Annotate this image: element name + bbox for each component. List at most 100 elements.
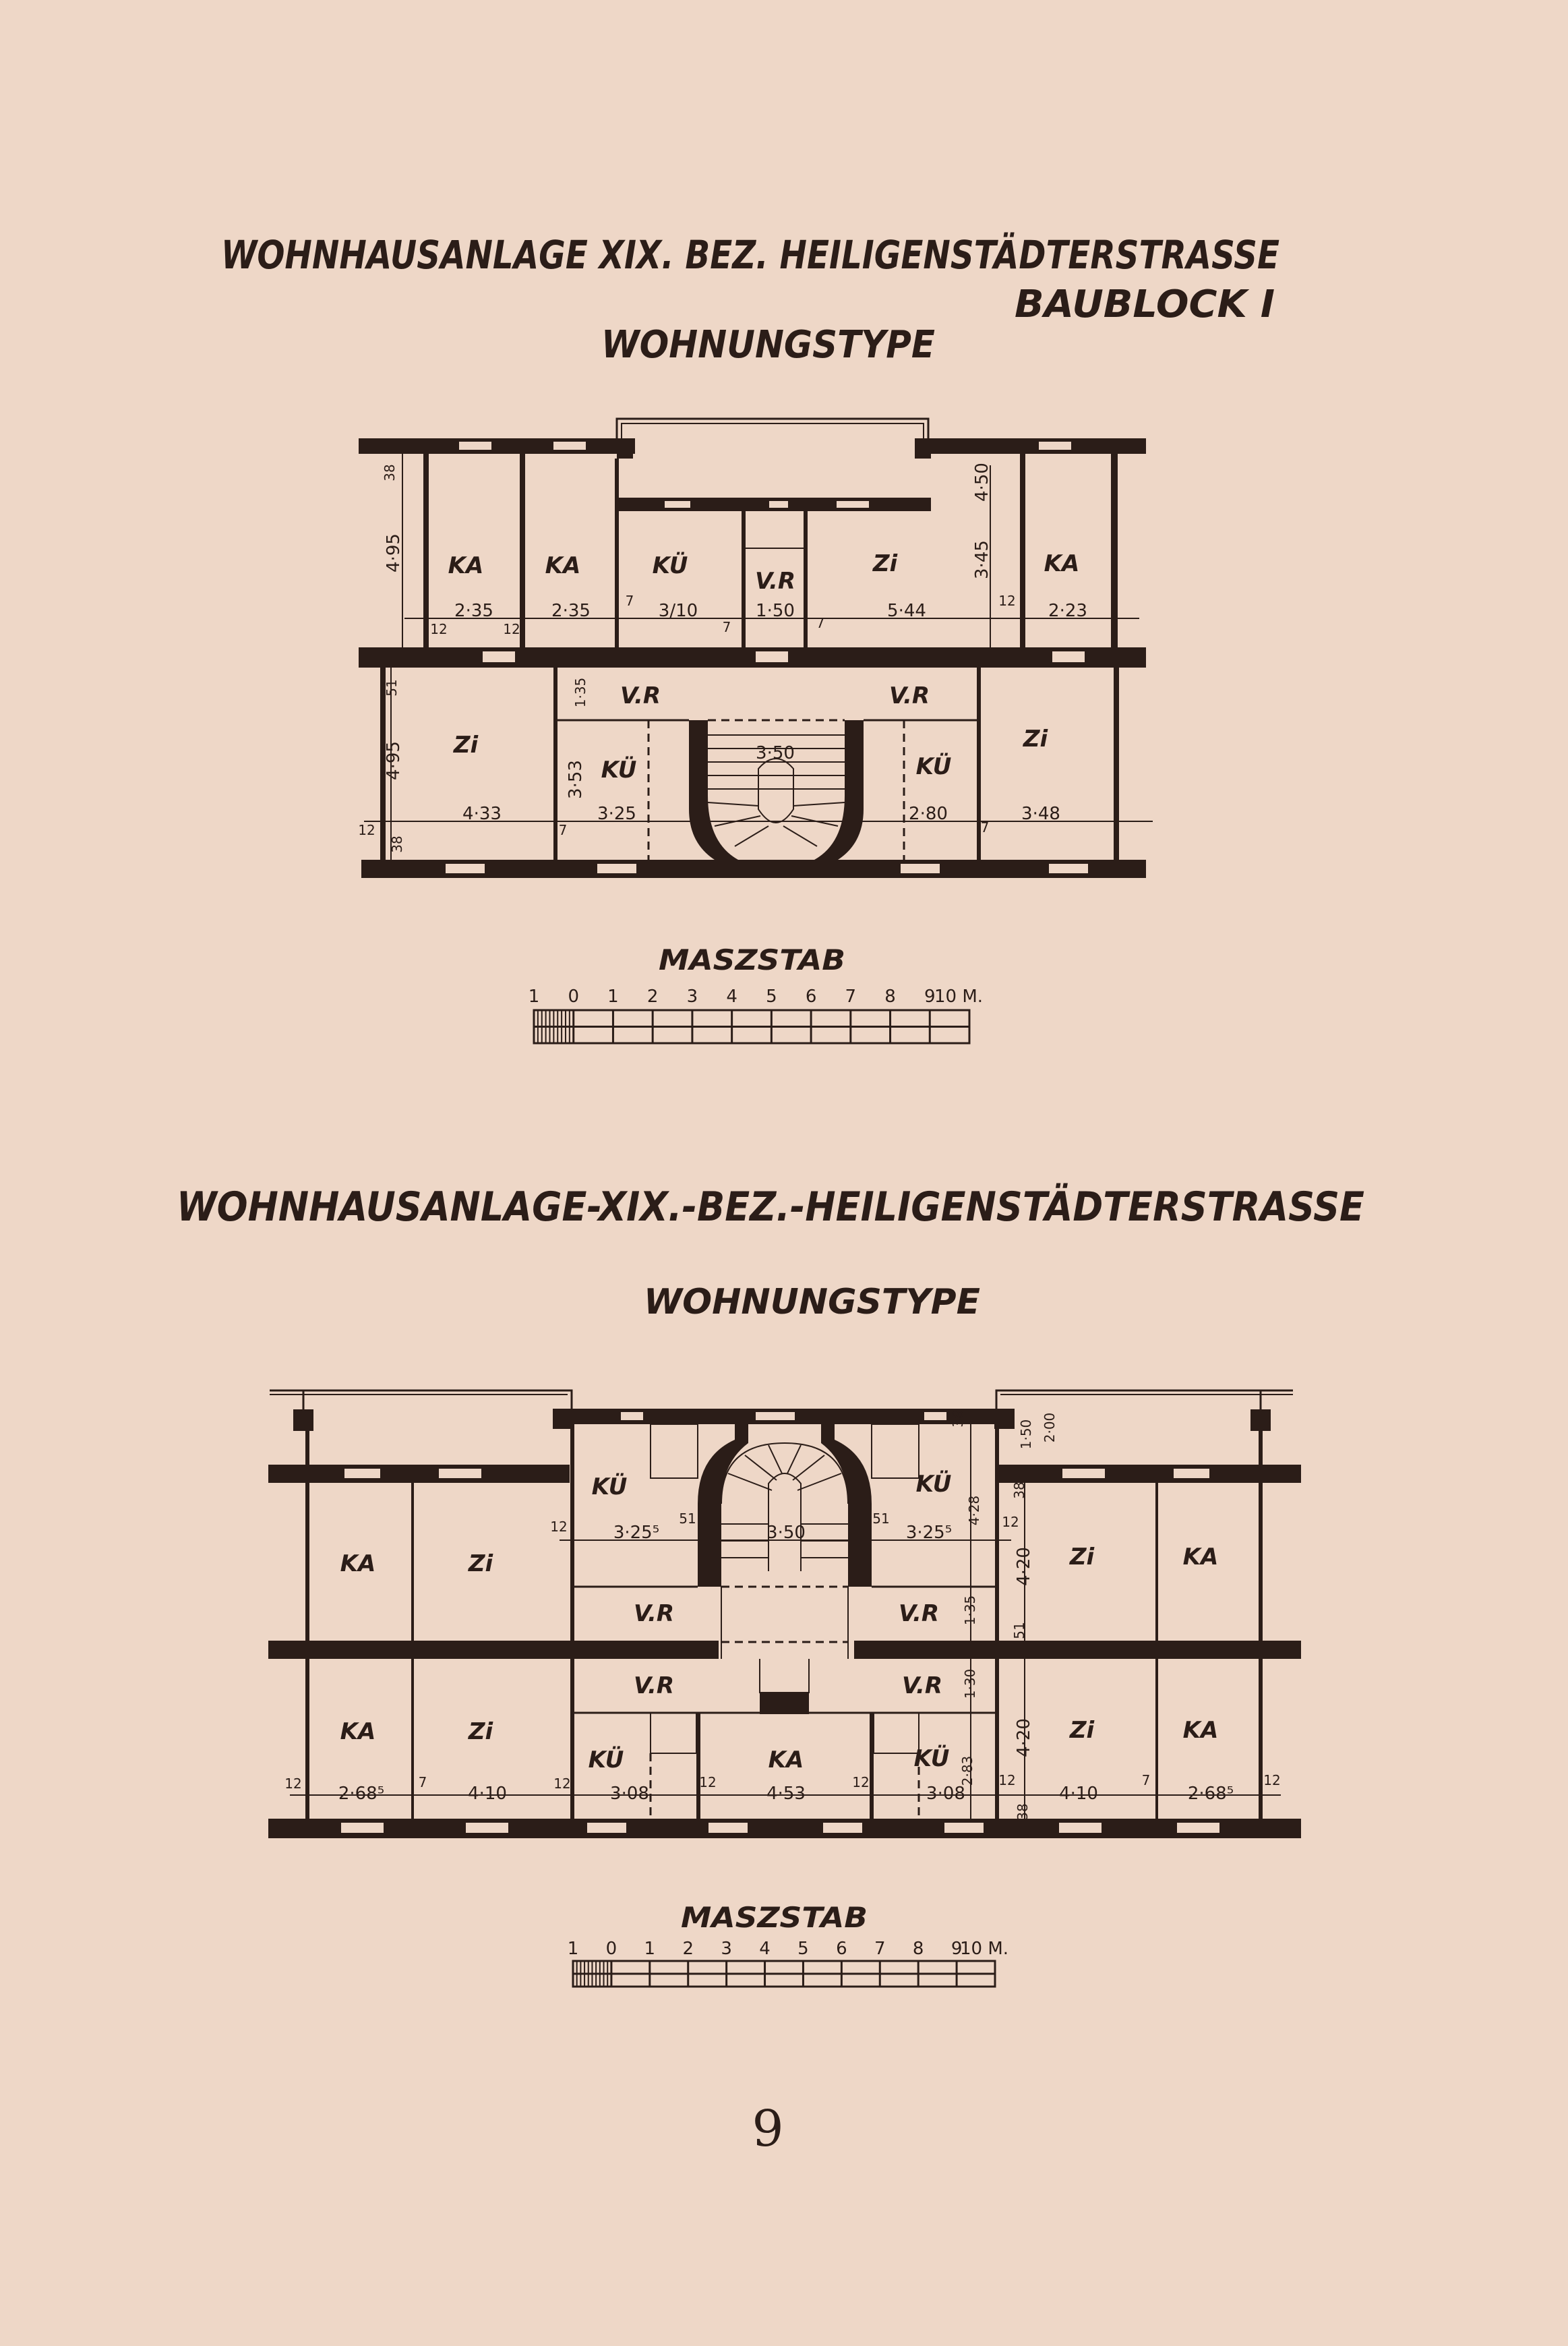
dimension-label: 12	[284, 1776, 301, 1792]
room-label: KÜ	[916, 1470, 952, 1498]
scale-tick-label: 1	[644, 1939, 656, 1959]
dimension-label: 4·20	[1014, 1718, 1034, 1757]
dimension-label: 12	[358, 822, 375, 838]
scale-tick-label: 9	[924, 987, 936, 1007]
page-number: 9	[752, 2100, 783, 2158]
dimension-label: 2·83	[959, 1756, 975, 1786]
scale-tick-label: 8	[884, 987, 896, 1007]
room-label: KA	[545, 552, 581, 579]
room-label: Zi	[1023, 726, 1049, 753]
room-label: KA	[1183, 1544, 1219, 1571]
plan2-heading: WOHNUNGSTYPE	[644, 1282, 980, 1322]
dimension-label: 12	[852, 1774, 869, 1790]
room-label: Zi	[1069, 1717, 1095, 1744]
dimension-label: 1·50	[1018, 1419, 1034, 1450]
plan1-title: WOHNHAUSANLAGE XIX. BEZ. HEILIGENSTÄDTER…	[221, 231, 1279, 278]
dimension-label: 12	[998, 593, 1015, 609]
room-label: V.R	[634, 1600, 674, 1627]
dimension-label: 51	[872, 1511, 889, 1527]
room-label: V.R	[889, 682, 930, 709]
dimension-label: 3/10	[659, 601, 698, 621]
dimension-label: 4·95	[384, 533, 404, 573]
room-label: V.R	[634, 1672, 674, 1699]
dimension-label: 3·25⁵	[613, 1523, 659, 1543]
dimension-label: 3·25	[597, 804, 636, 824]
plan2-title: WOHNHAUSANLAGE-XIX.-BEZ.-HEILIGENSTÄDTER…	[177, 1182, 1364, 1231]
dimension-label: 12	[1263, 1772, 1280, 1788]
dimension-label: 12	[699, 1774, 716, 1790]
room-label: V.R	[899, 1600, 939, 1627]
dimension-label: 2·35	[551, 601, 591, 621]
dimension-label: 2·23	[1048, 601, 1087, 621]
dimension-label: 4·10	[1059, 1784, 1098, 1804]
dimension-label: 3·53	[566, 760, 586, 799]
dimension-label: 3·48	[1021, 804, 1060, 824]
scale-tick-label: 4	[759, 1939, 771, 1959]
dimension-label: 2·68⁵	[1188, 1784, 1234, 1804]
scale-tick-label: 5	[766, 987, 777, 1007]
dimension-label: 7	[1142, 1772, 1151, 1788]
dimension-label: 12	[430, 621, 447, 637]
scale-tick-label: 7	[874, 1939, 886, 1959]
dimension-label: 7	[419, 1774, 427, 1790]
room-label: KÜ	[592, 1473, 628, 1500]
room-label: KÜ	[916, 753, 952, 780]
scale-tick-label: 6	[806, 987, 817, 1007]
scale-tick-label: 2	[647, 987, 659, 1007]
dimension-label: 3·25⁵	[906, 1523, 952, 1543]
dimension-label: 51	[1011, 1622, 1027, 1639]
room-label: KA	[340, 1718, 376, 1745]
dimension-label: 7	[559, 822, 568, 838]
scale-tick-label: 0	[568, 987, 579, 1007]
scale-label: MASZSTAB	[659, 943, 845, 976]
dimension-label: 4·50	[972, 463, 992, 502]
dimension-label: 7	[626, 593, 634, 609]
room-label: KÜ	[914, 1744, 950, 1772]
dimension-label: 2·80	[909, 804, 948, 824]
room-label: KÜ	[589, 1746, 624, 1773]
dimension-label: 4·95	[384, 741, 404, 780]
room-label: V.R	[902, 1672, 942, 1699]
dimension-label: 3·08	[610, 1784, 649, 1804]
dimension-label: 38	[1015, 1803, 1031, 1820]
room-label: Zi	[1069, 1544, 1095, 1571]
dimension-label: 3·50	[756, 743, 795, 763]
floor-plan-2: KA Zi KÜ KÜ V.R V.R Zi KA KA Zi V.R V.R …	[268, 1389, 1301, 1838]
scale-tick-label: 9	[951, 1939, 963, 1959]
dimension-label: 4·53	[766, 1784, 806, 1804]
room-label: KA	[340, 1550, 376, 1577]
dimension-label: 7	[816, 615, 825, 631]
room-label: KA	[768, 1747, 804, 1773]
dimension-label: 12	[553, 1776, 570, 1792]
scale-tick-label: 0	[606, 1939, 617, 1959]
dimension-label: 4·28	[966, 1496, 982, 1526]
room-label: Zi	[453, 732, 479, 759]
scale-tick-label: 3	[721, 1939, 732, 1959]
dimension-label: 38	[1011, 1482, 1027, 1498]
room-label: V.R	[620, 682, 661, 709]
room-label: KA	[1044, 550, 1080, 577]
dimension-label: 4·20	[1014, 1547, 1034, 1586]
room-label: KÜ	[601, 756, 637, 784]
dimension-label: 7	[981, 819, 990, 835]
dimension-label: 2·00	[1042, 1413, 1058, 1443]
room-label: V.R	[755, 568, 795, 595]
dimension-label: 3·45	[972, 540, 992, 579]
room-label: Zi	[872, 550, 899, 577]
dimension-label: 12	[1002, 1514, 1019, 1530]
dimension-label: 3·08	[926, 1784, 965, 1804]
scale-tick-label: 8	[913, 1939, 924, 1959]
scale-tick-label: 3	[687, 987, 698, 1007]
dimension-label: 4·33	[462, 804, 502, 824]
dimension-label: 38	[382, 464, 398, 481]
room-label: KÜ	[653, 552, 688, 579]
scale-tick-label: 4	[726, 987, 737, 1007]
floor-plan-1: KA KA KÜ V.R Zi KA Zi V.R V.R KÜ KÜ Zi 2…	[358, 417, 1153, 878]
scale-tick-label: 10 M.	[934, 987, 983, 1007]
scale-label: MASZSTAB	[681, 1901, 868, 1934]
dimension-label: 38	[389, 835, 405, 852]
room-label: KA	[448, 552, 484, 579]
